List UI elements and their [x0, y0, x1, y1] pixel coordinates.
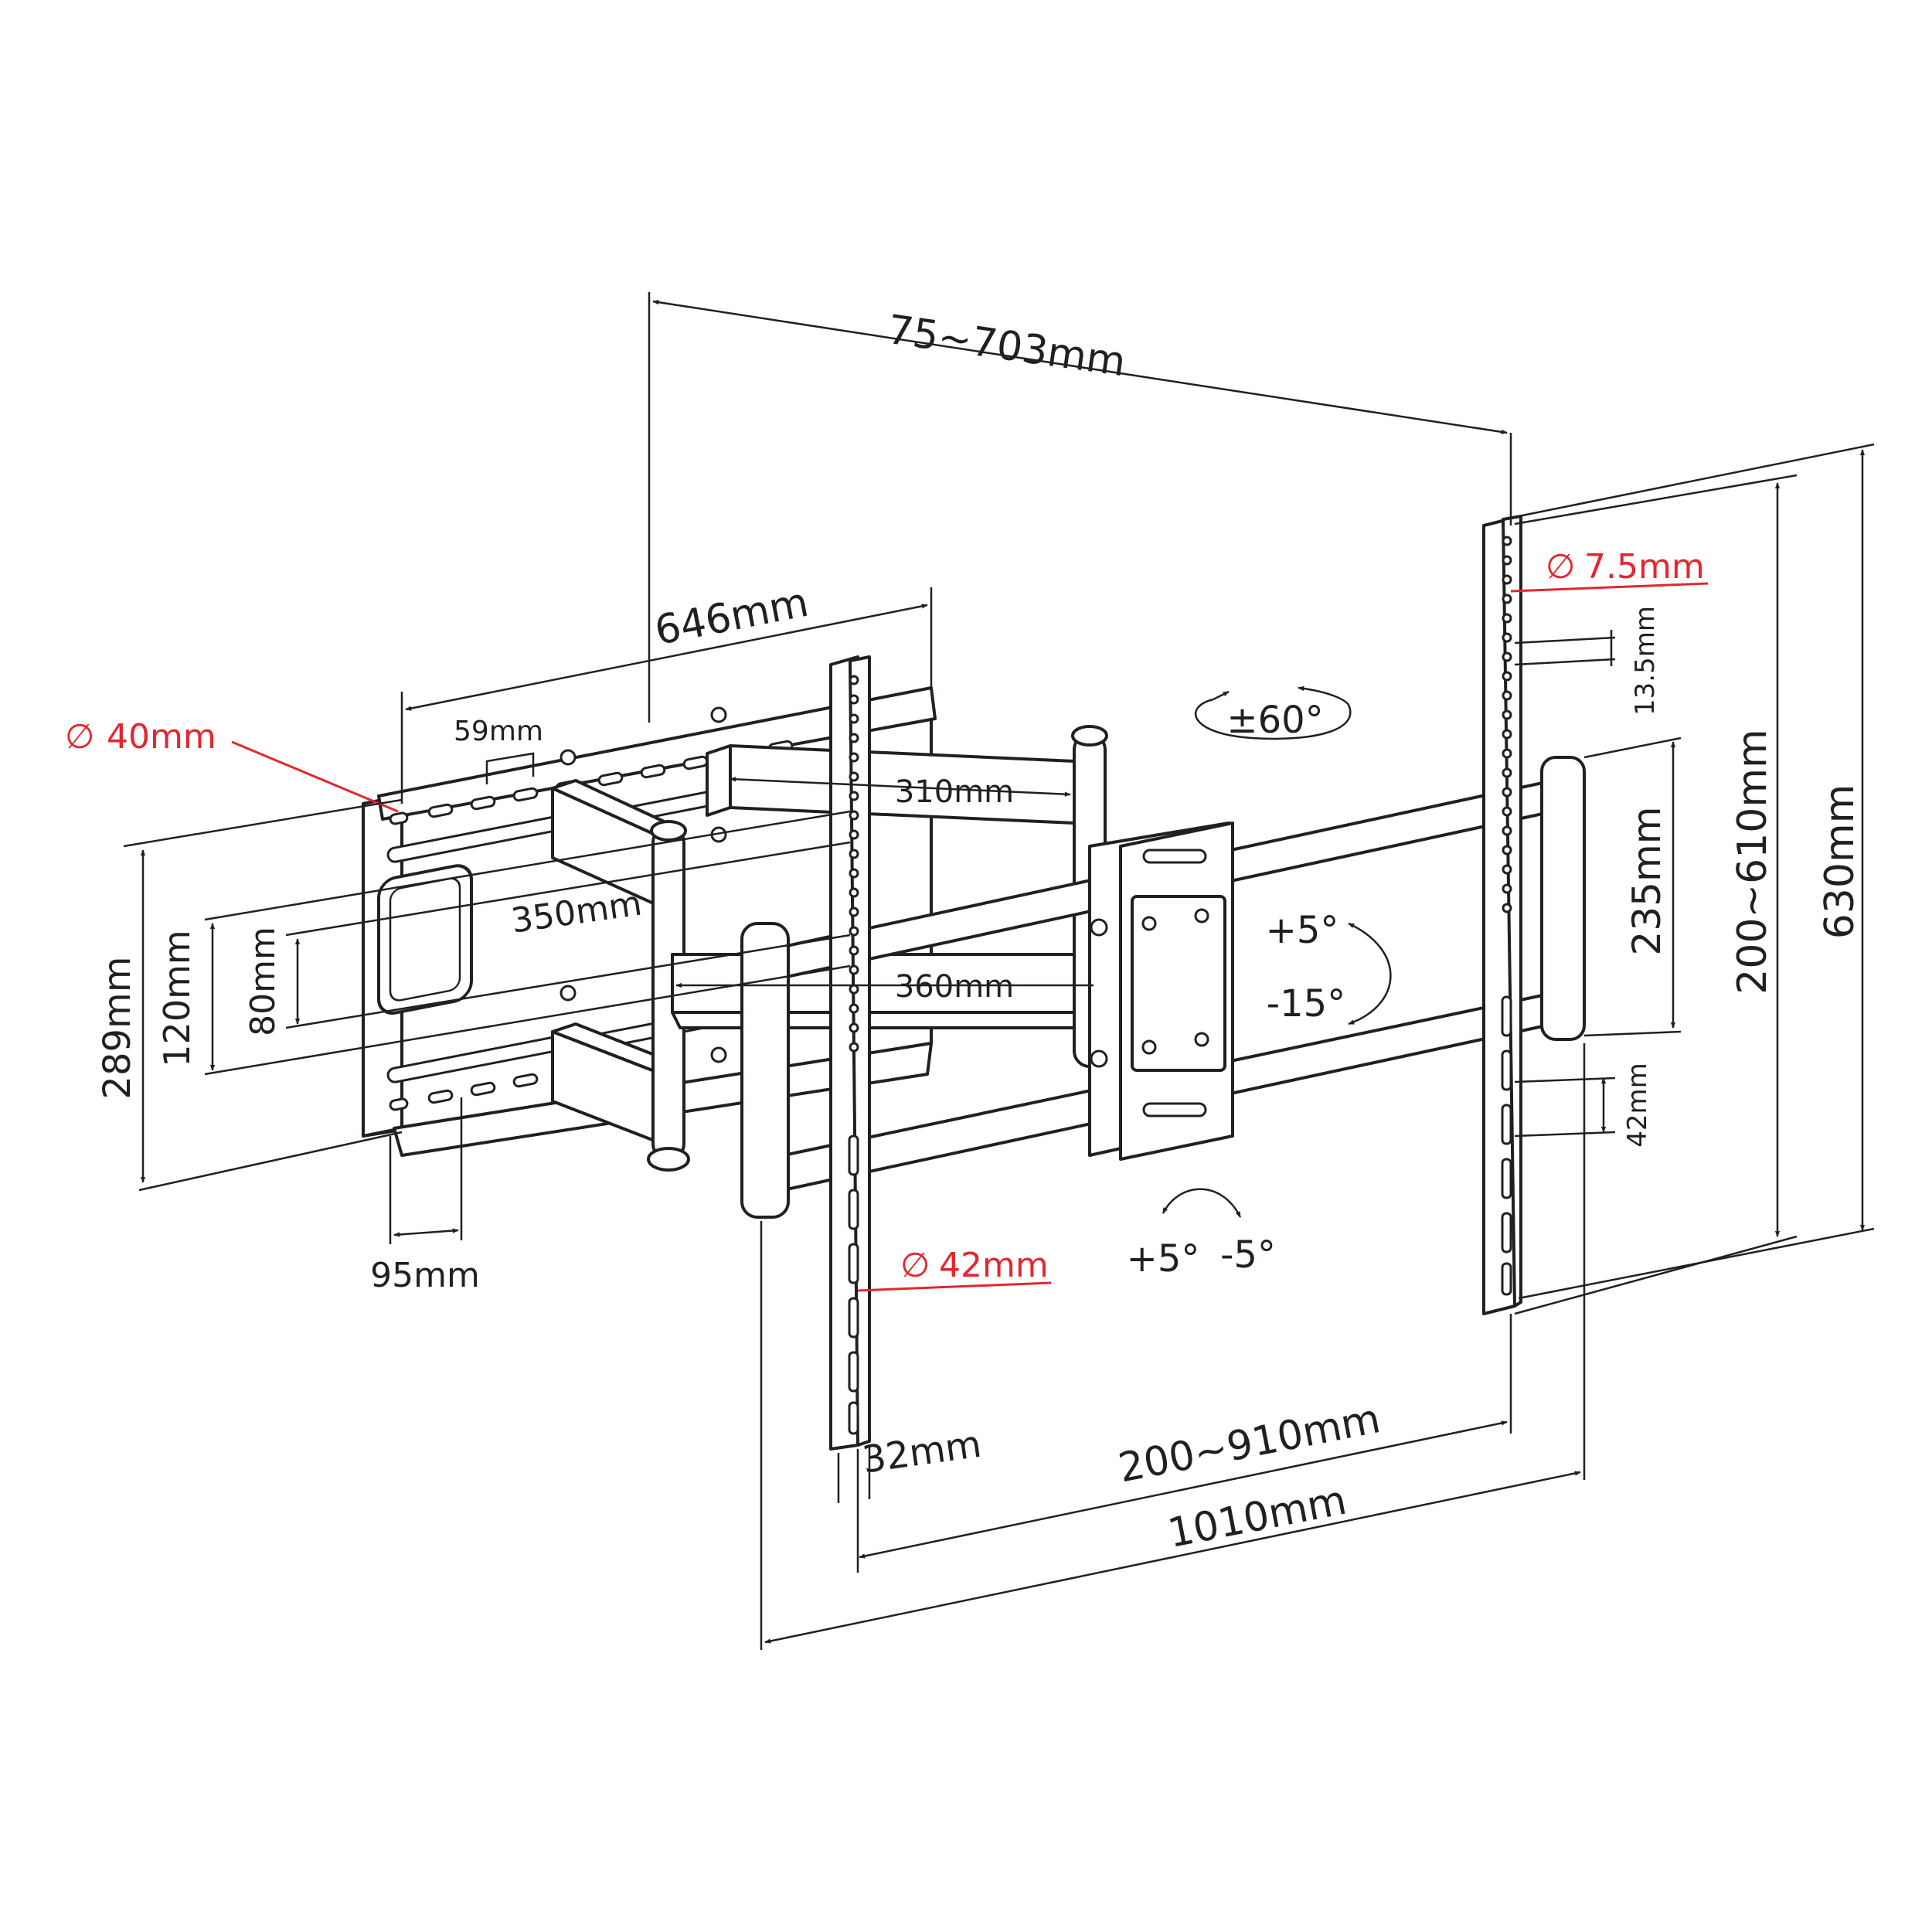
- label-tilt-up: +5°: [1266, 909, 1339, 952]
- label-head-plate-height: 235mm: [1624, 807, 1669, 956]
- label-rail-total: 1010mm: [1164, 1478, 1350, 1557]
- label-bracket-width: 32mm: [859, 1423, 984, 1482]
- label-upper-arm-length: 310mm: [895, 774, 1014, 810]
- label-diameter-symbol-40: ∅: [65, 717, 94, 757]
- label-wall-slot-outer: 120mm: [156, 930, 198, 1066]
- label-diameter-symbol-75: ∅: [1546, 547, 1575, 587]
- label-slot-spacing: 59mm: [454, 716, 543, 747]
- label-wall-plate-width: 646mm: [651, 580, 812, 655]
- right-bracket-holes: [1501, 536, 1512, 1296]
- label-wall-plate-depth: 95mm: [370, 1256, 480, 1295]
- right-vertical-bracket: [1482, 515, 1522, 1315]
- label-bracket-hole-pitch: 13.5mm: [1630, 606, 1661, 716]
- label-lower-arm-length: 360mm: [895, 969, 1014, 1005]
- label-diameter-symbol-42: ∅: [900, 1246, 930, 1285]
- dimension-lines: [123, 292, 1875, 1650]
- label-bracket-hole-diameter: 7.5mm: [1584, 547, 1705, 587]
- label-vesa-vertical: 200~610mm: [1730, 729, 1776, 994]
- label-bracket-height: 630mm: [1817, 784, 1863, 940]
- label-wall-plate-height: 289mm: [96, 956, 139, 1099]
- label-bracket-slot-pitch: 42mm: [1622, 1063, 1653, 1148]
- label-rotation-minus: -5°: [1220, 1233, 1276, 1277]
- label-arm-tube-diameter: 40mm: [107, 717, 216, 757]
- left-vertical-bracket: [829, 655, 871, 1451]
- label-rail-diameter: 42mm: [939, 1246, 1049, 1285]
- wall-plate-window: [377, 864, 473, 1015]
- label-vesa-horizontal: 75~703mm: [885, 307, 1129, 386]
- label-wall-slot-inner: 80mm: [243, 927, 283, 1036]
- label-rotation-plus: +5°: [1127, 1237, 1200, 1281]
- tilt-head: [1088, 821, 1234, 1161]
- label-tilt-down: -15°: [1267, 982, 1345, 1026]
- label-rail-span: 200~910mm: [1114, 1396, 1384, 1492]
- label-swivel: ±60°: [1226, 699, 1323, 742]
